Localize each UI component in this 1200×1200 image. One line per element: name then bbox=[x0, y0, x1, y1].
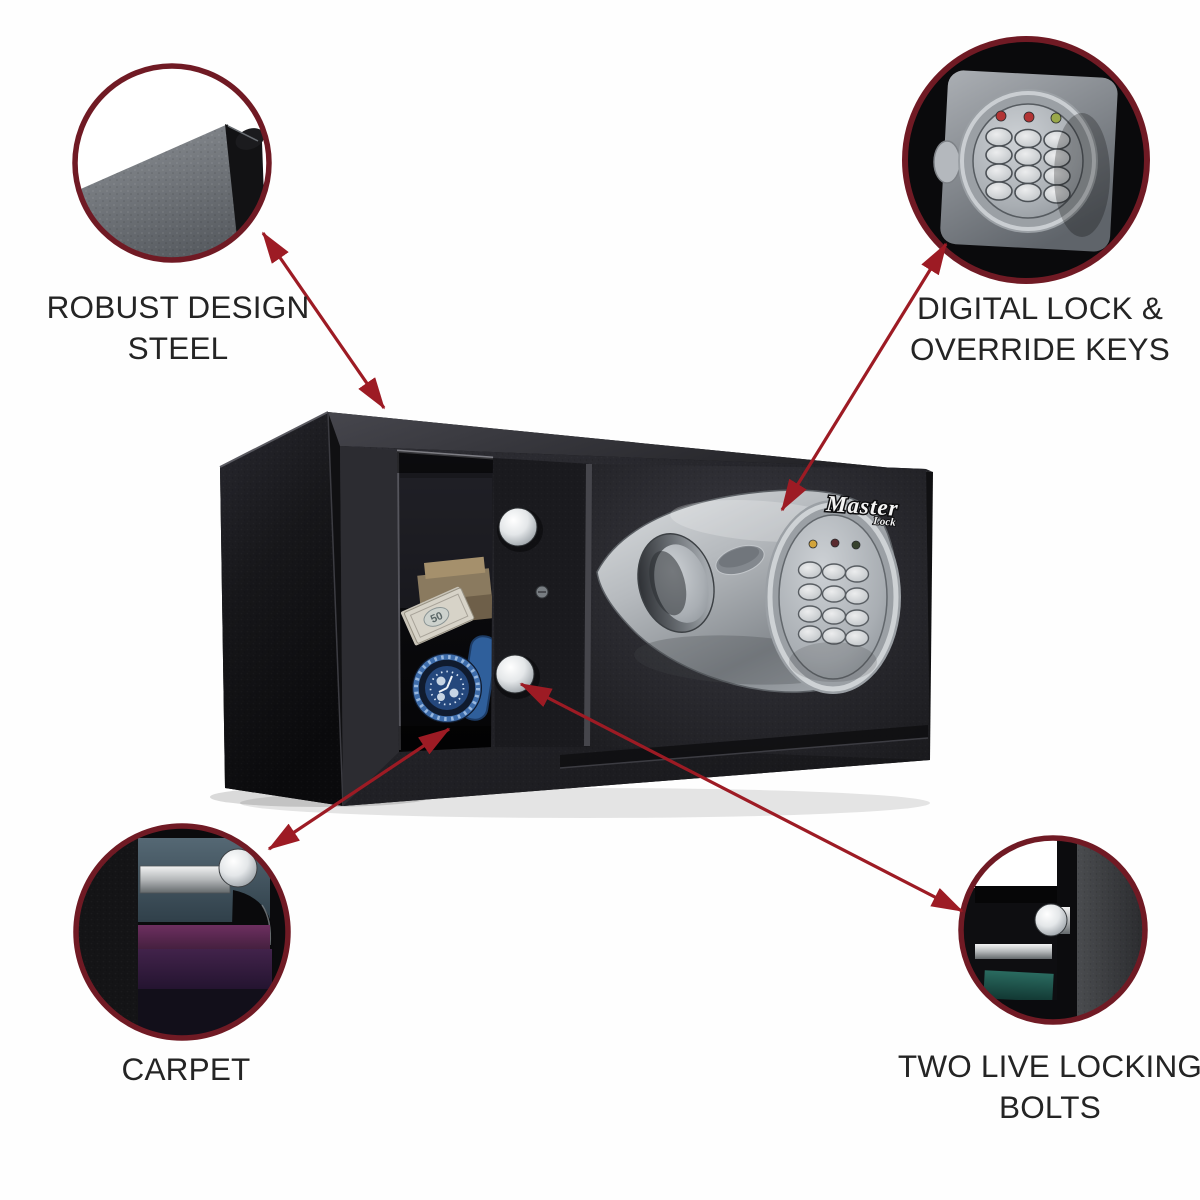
keypad-button bbox=[985, 127, 1013, 147]
keypad-button bbox=[797, 605, 823, 623]
keypad-button bbox=[1043, 184, 1071, 204]
detail-circle-robust-steel bbox=[72, 63, 272, 263]
label-line: DIGITAL LOCK & bbox=[916, 290, 1164, 326]
bolt-detail-bolts bbox=[1034, 903, 1068, 937]
label-line: STEEL bbox=[127, 330, 229, 366]
interior-bottom-shadow bbox=[397, 726, 493, 750]
keypad-button bbox=[821, 627, 847, 645]
detail-circle-digital-lock bbox=[902, 36, 1150, 284]
locking-bolt-top bbox=[498, 507, 538, 547]
door-edge bbox=[493, 458, 596, 747]
safe-illustration: 50 bbox=[210, 411, 933, 818]
keypad-button bbox=[821, 607, 847, 625]
label-line: OVERRIDE KEYS bbox=[910, 331, 1170, 367]
keypad-button bbox=[1014, 164, 1042, 185]
keypad-button bbox=[844, 629, 870, 647]
keypad-button bbox=[797, 583, 823, 601]
carpet-surface bbox=[138, 949, 272, 989]
label-robust-design-steel: ROBUST DESIGN STEEL bbox=[18, 287, 338, 369]
keypad-button bbox=[821, 563, 847, 581]
override-key-knob bbox=[637, 533, 715, 633]
banknote-denomination: 50 bbox=[429, 610, 445, 626]
brand-logo-bottom: Lock bbox=[872, 515, 897, 529]
bolt-bar-detail-2 bbox=[975, 944, 1052, 959]
keypad-detail-buttons bbox=[985, 127, 1071, 204]
keypad-led bbox=[808, 539, 818, 549]
arrow-digital-lock bbox=[780, 242, 948, 512]
keypad-led bbox=[851, 540, 861, 550]
label-two-live-locking-bolts: TWO LIVE LOCKING BOLTS bbox=[890, 1046, 1200, 1128]
label-line: BOLTS bbox=[999, 1089, 1101, 1125]
keypad-button bbox=[797, 625, 823, 643]
keypad-led bbox=[995, 110, 1007, 122]
door-frame bbox=[340, 446, 399, 806]
keypad-button bbox=[1014, 128, 1042, 149]
detail-circle-carpet bbox=[73, 823, 291, 1041]
bolt-bar-detail bbox=[139, 865, 231, 894]
arrow-locking-bolts bbox=[519, 682, 964, 913]
keypad-button bbox=[1014, 146, 1042, 167]
keypad-button bbox=[844, 609, 870, 627]
watch bbox=[412, 653, 482, 723]
safe-left-texture bbox=[220, 412, 343, 806]
label-line: CARPET bbox=[121, 1051, 251, 1087]
arrow-carpet bbox=[267, 727, 451, 851]
thumb-dimple bbox=[715, 544, 765, 576]
keypad-led bbox=[1050, 112, 1062, 124]
callout-arrows bbox=[261, 231, 964, 913]
interior-top-shadow bbox=[397, 451, 493, 473]
keypad-button bbox=[844, 587, 870, 605]
keypad-led bbox=[830, 538, 840, 548]
keypad-main bbox=[765, 500, 901, 694]
keypad-button bbox=[844, 565, 870, 583]
keypad-button bbox=[985, 145, 1013, 165]
carpet-shelf-edge bbox=[138, 925, 270, 949]
keypad-main-buttons bbox=[797, 561, 870, 647]
safe-interior: 50 bbox=[397, 451, 493, 750]
keypad-main-leds bbox=[808, 538, 861, 550]
keypad-button bbox=[821, 585, 847, 603]
arrow-robust-steel bbox=[261, 231, 386, 410]
label-digital-lock-override-keys: DIGITAL LOCK & OVERRIDE KEYS bbox=[880, 288, 1200, 370]
top-edge-highlight bbox=[219, 411, 329, 468]
opening-left-lip bbox=[397, 451, 401, 751]
keypad-led bbox=[1023, 111, 1035, 123]
keypad-button bbox=[985, 163, 1013, 183]
label-line: ROBUST DESIGN bbox=[46, 289, 310, 325]
banknote: 50 bbox=[400, 586, 475, 646]
bolt-detail-carpet bbox=[218, 848, 258, 888]
label-carpet: CARPET bbox=[26, 1049, 346, 1090]
carpet-teal-detail bbox=[983, 970, 1054, 1002]
keypad-button bbox=[985, 181, 1013, 201]
detail-circle-locking-bolts bbox=[958, 835, 1148, 1025]
keypad-button bbox=[1014, 182, 1042, 203]
label-line: TWO LIVE LOCKING bbox=[897, 1048, 1200, 1084]
key-cover-tab bbox=[933, 140, 961, 184]
keypad-detail-leds bbox=[995, 110, 1062, 124]
keypad-button bbox=[797, 561, 823, 579]
keypad-detail bbox=[958, 89, 1098, 233]
